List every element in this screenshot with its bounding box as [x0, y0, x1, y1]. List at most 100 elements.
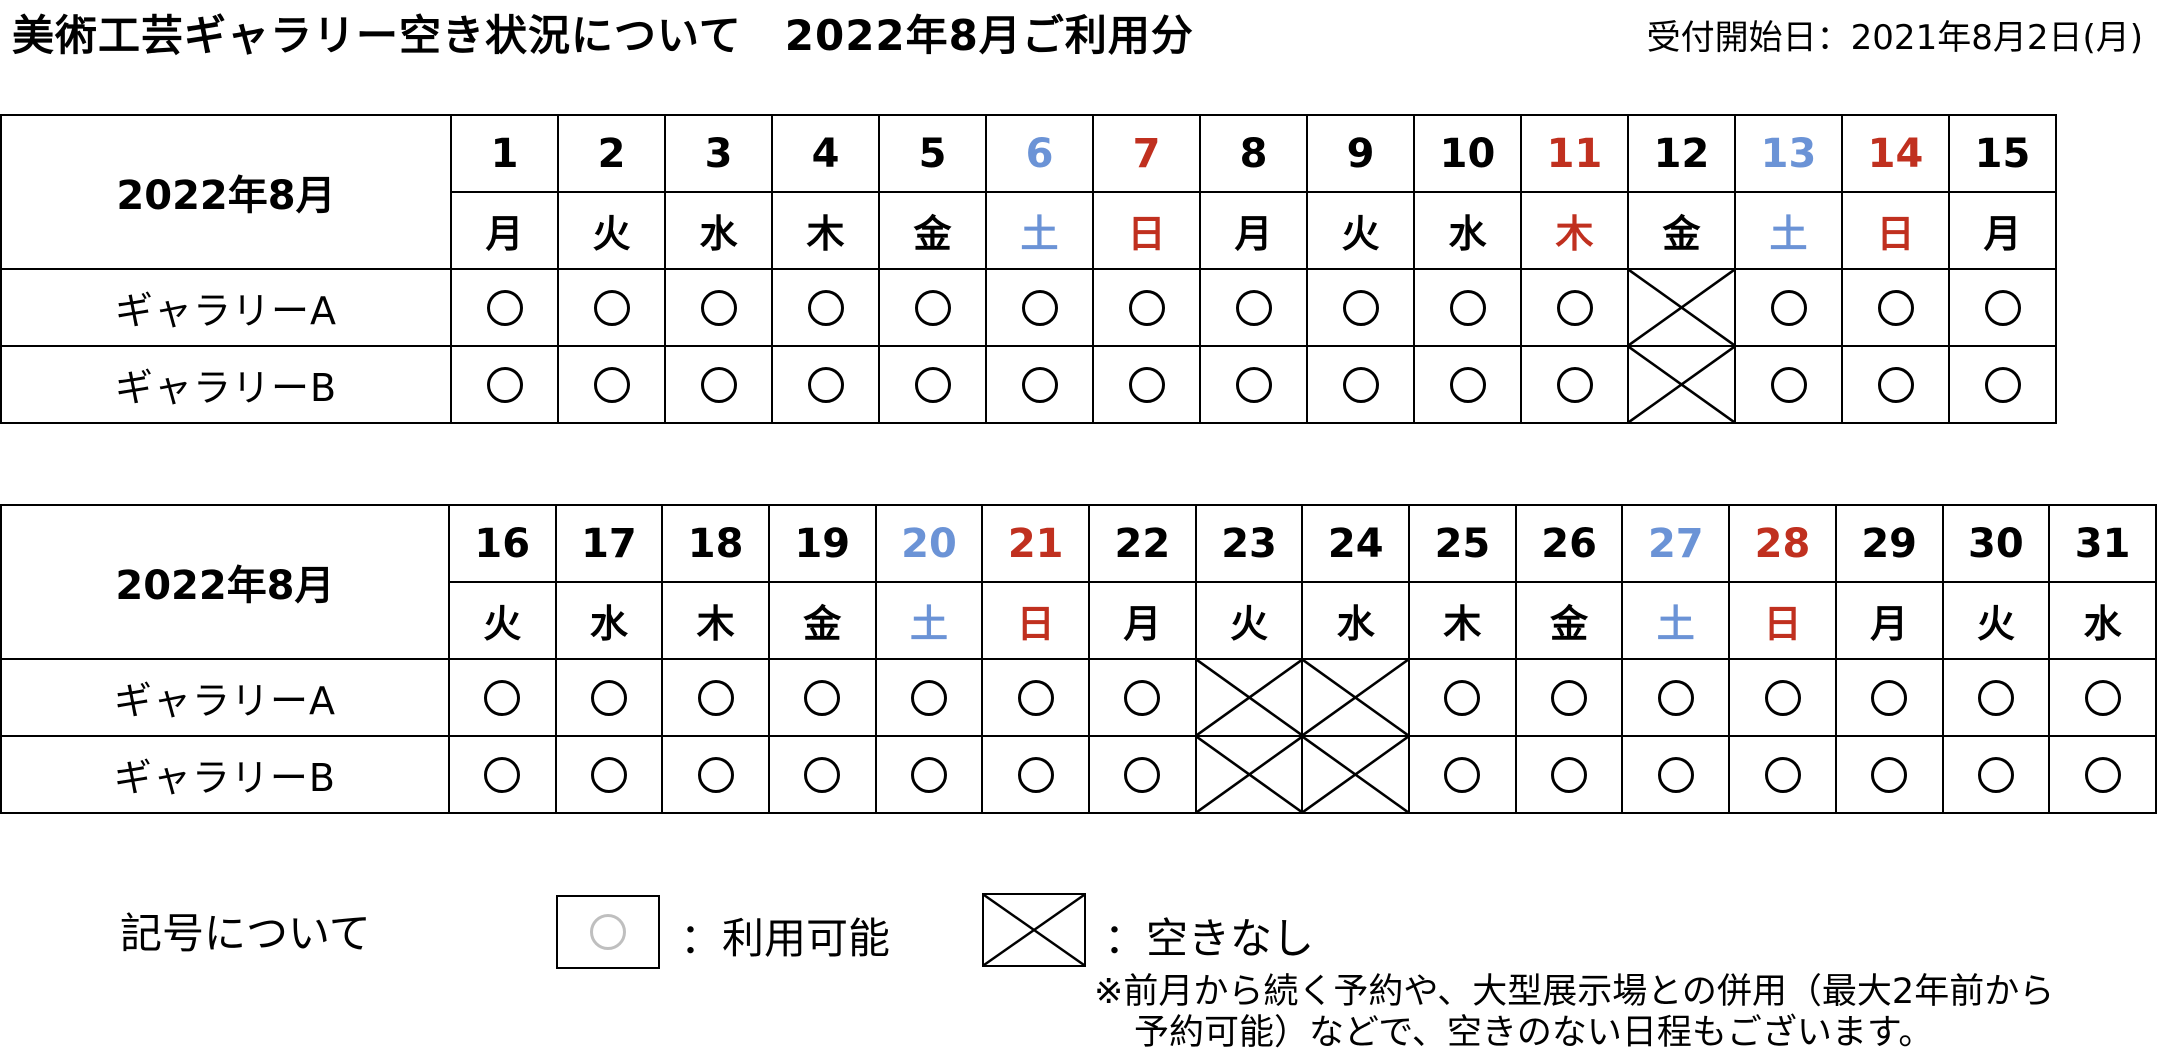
- circle-icon: [1342, 289, 1379, 326]
- status-available: [1088, 735, 1197, 814]
- status-available: [771, 345, 880, 424]
- status-available: [661, 735, 770, 814]
- circle-icon: [1128, 366, 1165, 403]
- day-of-week: 水: [664, 191, 773, 270]
- circle-icon: [911, 679, 947, 716]
- status-available: [1306, 345, 1415, 424]
- circle-icon: [1124, 756, 1161, 793]
- day-number: 12: [1627, 114, 1736, 193]
- day-of-week: 火: [1941, 581, 2051, 660]
- status-available: [981, 735, 1091, 814]
- status-available: [1948, 345, 2057, 424]
- status-unavailable: [1194, 658, 1304, 737]
- circle-icon: [1556, 289, 1593, 326]
- day-of-week: 月: [1948, 191, 2057, 270]
- circle-icon: [1556, 366, 1593, 403]
- availability-note: ※前月から続く予約や、大型展示場との併用（最大2年前から 予約可能）などで、空き…: [1094, 972, 2054, 1054]
- day-number: 20: [874, 504, 984, 583]
- weekday-row: 月火水木金土日月火水木金土日月: [1, 191, 2057, 270]
- day-number: 30: [1941, 504, 2051, 583]
- circle-icon: [1770, 289, 1807, 326]
- status-available: [874, 735, 984, 814]
- day-number: 21: [981, 504, 1091, 583]
- circle-icon: [2084, 679, 2121, 716]
- circle-icon: [484, 756, 521, 793]
- weekday-row: 火水木金土日月火水木金土日月火水: [1, 581, 2157, 660]
- day-of-week: 月: [450, 191, 559, 270]
- status-available: [447, 735, 557, 814]
- circle-icon: [1764, 679, 1801, 716]
- gallery-name: ギャラリーB: [0, 735, 450, 814]
- day-of-week: 木: [771, 191, 880, 270]
- status-available: [1306, 268, 1415, 347]
- day-of-week: 水: [1301, 581, 1411, 660]
- day-of-week: 月: [1088, 581, 1197, 660]
- status-available: [450, 268, 559, 347]
- gallery-row: ギャラリーB: [0, 735, 2157, 814]
- status-available: [557, 345, 666, 424]
- gallery-name: ギャラリーB: [0, 345, 452, 424]
- status-available: [1520, 268, 1629, 347]
- status-available: [1408, 735, 1517, 814]
- status-available: [1621, 735, 1731, 814]
- day-of-week: 金: [767, 581, 877, 660]
- day-number: 1: [450, 114, 559, 193]
- day-number: 29: [1834, 504, 1944, 583]
- note-line-2: 予約可能）などで、空きのない日程もございます。: [1134, 1013, 1934, 1053]
- status-available: [1199, 268, 1308, 347]
- circle-icon: [484, 679, 521, 716]
- legend-available-label: ：利用可能: [680, 914, 891, 963]
- circle-icon: [1877, 366, 1914, 403]
- day-number: 16: [447, 504, 557, 583]
- circle-icon: [1444, 756, 1481, 793]
- circle-icon: [1235, 366, 1272, 403]
- status-available: [1948, 268, 2057, 347]
- cross-box-icon: [1197, 738, 1301, 811]
- cross-box-icon: [1304, 661, 1408, 734]
- circle-icon: [1449, 366, 1486, 403]
- day-number: 26: [1514, 504, 1624, 583]
- cross-box-icon: [984, 895, 1084, 965]
- status-available: [1408, 658, 1517, 737]
- day-number: 2: [557, 114, 666, 193]
- day-number: 31: [2048, 504, 2157, 583]
- day-number: 27: [1621, 504, 1731, 583]
- day-number: 17: [554, 504, 664, 583]
- circle-icon: [486, 366, 523, 403]
- day-number: 8: [1199, 114, 1308, 193]
- circle-icon: [697, 756, 734, 793]
- circle-icon: [807, 289, 844, 326]
- day-number: 10: [1413, 114, 1522, 193]
- status-available: [985, 268, 1094, 347]
- status-available: [2048, 658, 2157, 737]
- legend-heading: 記号について: [120, 909, 371, 958]
- circle-icon: [700, 366, 737, 403]
- status-unavailable: [1627, 345, 1736, 424]
- status-available: [1734, 345, 1843, 424]
- cross-box-icon: [1630, 348, 1733, 421]
- gallery-row: ギャラリーB: [0, 345, 2057, 424]
- circle-icon: [590, 756, 627, 793]
- status-available: [1088, 658, 1197, 737]
- circle-icon: [1657, 756, 1694, 793]
- month-label: 2022年8月: [0, 114, 452, 270]
- circle-icon: [1871, 756, 1908, 793]
- status-available: [1834, 735, 1944, 814]
- circle-icon: [1984, 289, 2021, 326]
- day-number: 15: [1948, 114, 2057, 193]
- circle-icon: [1877, 289, 1914, 326]
- status-available: [1520, 345, 1629, 424]
- day-number: 5: [878, 114, 987, 193]
- gallery-row: ギャラリーA: [0, 268, 2057, 347]
- day-of-week: 火: [557, 191, 666, 270]
- circle-icon: [1017, 756, 1054, 793]
- status-available: [1941, 735, 2051, 814]
- day-of-week: 日: [1728, 581, 1837, 660]
- day-of-week: 木: [661, 581, 770, 660]
- circle-icon: [1977, 756, 2014, 793]
- status-available: [1728, 658, 1837, 737]
